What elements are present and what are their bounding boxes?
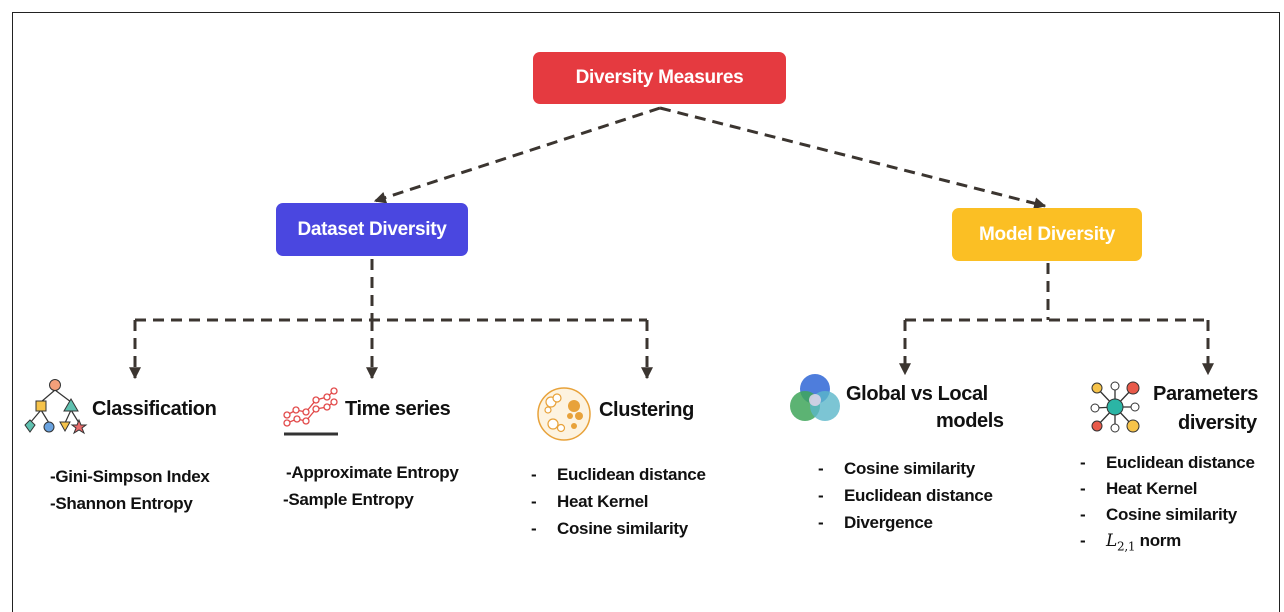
list-item: -Cosine similarity: [818, 459, 975, 478]
params-list: -Euclidean distance -Heat Kernel -Cosine…: [1080, 450, 1255, 559]
norm-symbol: L2,1: [1106, 531, 1136, 554]
list-item: -Euclidean distance: [1080, 453, 1255, 472]
arrow-root-model: [659, 106, 1047, 210]
params-title-line2: diversity: [1178, 412, 1257, 434]
list-item: -Euclidean distance: [531, 465, 706, 484]
timeseries-icon: [283, 387, 338, 436]
model-diversity-node: Model Diversity: [952, 208, 1142, 261]
connectors: [129, 106, 1214, 380]
model-label: Model Diversity: [979, 223, 1115, 245]
list-item: -Heat Kernel: [531, 492, 649, 511]
global-title-line1: Global vs Local: [846, 383, 988, 405]
arrow-root-dataset: [373, 106, 661, 204]
classification-list: -Gini-Simpson Index -Shannon Entropy: [50, 463, 210, 517]
classification-title: Classification: [92, 398, 217, 420]
root-node: Diversity Measures: [533, 52, 786, 104]
network-icon: [1090, 381, 1140, 433]
global-list: -Cosine similarity -Euclidean distance -…: [818, 455, 993, 536]
list-item: -Heat Kernel: [1080, 479, 1198, 498]
clusters-icon: [537, 387, 591, 441]
list-item: -Approximate Entropy: [286, 463, 459, 482]
clustering-title: Clustering: [599, 399, 694, 421]
list-item: -Shannon Entropy: [50, 494, 193, 513]
dataset-diversity-node: Dataset Diversity: [276, 203, 468, 256]
clustering-list: -Euclidean distance -Heat Kernel -Cosine…: [531, 461, 706, 542]
timeseries-title: Time series: [345, 398, 451, 420]
list-item: -L2,1 norm: [1080, 531, 1181, 554]
venn-icon: [790, 374, 840, 421]
list-item: -Sample Entropy: [283, 490, 414, 509]
root-label: Diversity Measures: [575, 67, 744, 88]
list-item: -Cosine similarity: [531, 519, 688, 538]
tree-icon: [24, 379, 88, 435]
global-title-line2: models: [936, 410, 1004, 432]
dataset-label: Dataset Diversity: [297, 218, 447, 240]
diagram-frame: [12, 12, 1280, 612]
timeseries-list: -Approximate Entropy -Sample Entropy: [283, 459, 459, 513]
list-item: -Divergence: [818, 513, 933, 532]
params-title-line1: Parameters: [1153, 383, 1258, 405]
list-item: -Cosine similarity: [1080, 505, 1237, 524]
list-item: -Euclidean distance: [818, 486, 993, 505]
list-item: -Gini-Simpson Index: [50, 467, 210, 486]
